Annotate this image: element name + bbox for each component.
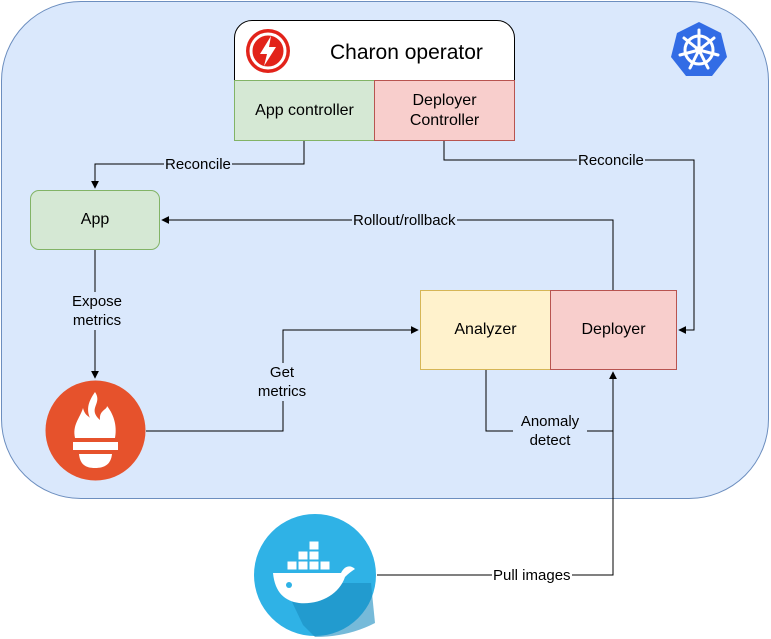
reconcile-deployer-label: Reconcile bbox=[577, 151, 645, 170]
anomaly-detect-label: Anomaly detect bbox=[513, 412, 587, 450]
app-controller-label: App controller bbox=[255, 101, 354, 119]
app-node: App bbox=[30, 190, 160, 250]
deployer-controller-label: Deployer Controller bbox=[409, 91, 480, 129]
kubernetes-icon bbox=[671, 22, 727, 76]
edge-rollout bbox=[161, 216, 614, 290]
app-label: App bbox=[80, 211, 110, 228]
reconcile-app-label: Reconcile bbox=[164, 155, 232, 174]
edge-pull-images bbox=[377, 371, 617, 576]
deployer-node: Deployer bbox=[550, 290, 677, 370]
analyzer-label: Analyzer bbox=[454, 321, 517, 338]
docker-icon bbox=[254, 514, 376, 637]
prometheus-icon bbox=[45, 380, 146, 481]
get-metrics-label: Get metrics bbox=[250, 363, 314, 401]
edge-reconcile-deployer bbox=[443, 141, 695, 334]
charon-logo-icon bbox=[246, 29, 290, 73]
charon-operator-header: Charon operator bbox=[234, 20, 515, 81]
analyzer-node: Analyzer bbox=[420, 290, 551, 370]
pull-images-label: Pull images bbox=[492, 566, 572, 585]
deployer-controller-box: Deployer Controller bbox=[374, 80, 515, 141]
rollout-label: Rollout/rollback bbox=[352, 211, 457, 230]
deployer-label: Deployer bbox=[581, 321, 646, 338]
expose-metrics-label: Expose metrics bbox=[60, 292, 134, 330]
operator-title: Charon operator bbox=[330, 41, 483, 64]
